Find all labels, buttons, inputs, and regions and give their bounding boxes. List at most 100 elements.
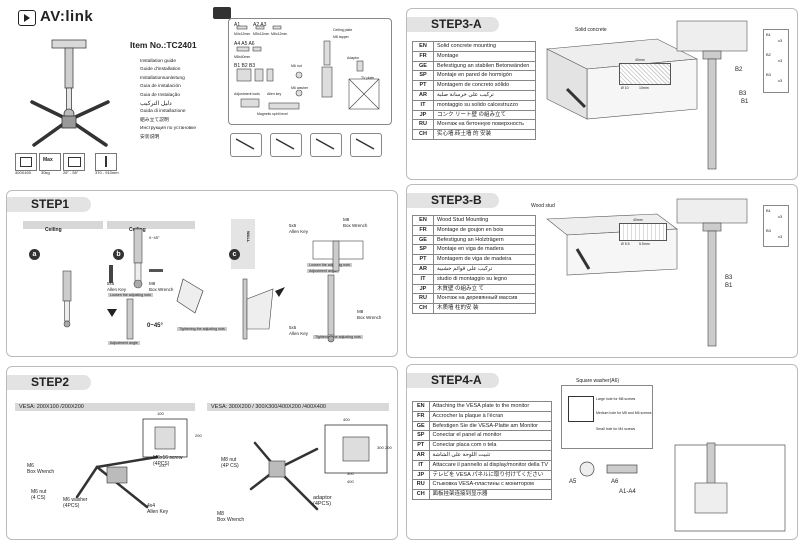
guide-ch: 安装说明: [140, 134, 160, 140]
vesa-right-bar: VESA: 300X200 / 300X300/400X200 /400X400: [207, 403, 389, 411]
lang-text: Montagem de concreto sólido: [433, 80, 536, 91]
lang-code: IT: [412, 99, 434, 111]
spec-weight-box: Max: [39, 153, 61, 171]
lang-text: Wood Stud Mounting: [433, 215, 536, 226]
wall-strip: [231, 219, 255, 269]
guide-fr: Guide d'installation: [140, 67, 181, 73]
step2-title: STEP2: [7, 375, 91, 390]
step4a-a5: A5: [569, 479, 577, 485]
step2-right-plate: [324, 424, 388, 474]
spec-weight-label: 30kg: [41, 170, 50, 175]
step2-m8-wrench: M8 Box Wrench: [217, 511, 245, 523]
step2-allen-key: 4x4 Allen Key: [147, 503, 169, 515]
part-b1b3: B1 B2 B3: [234, 63, 256, 69]
step1-box-wrench-1: M8 Box Wrench: [149, 281, 174, 292]
lang-text: Montage: [433, 50, 536, 62]
lang-code: IT: [412, 459, 430, 471]
step2-m6-wrench: M6 Box Wrench: [27, 463, 55, 475]
lang-text: Befestigung an stabilen Betonwänden: [433, 60, 536, 72]
brand-logo: AV:link: [18, 8, 108, 28]
step2-adaptor: adaptor (4PCS): [313, 495, 332, 507]
lang-code: EN: [412, 215, 434, 226]
tool-pencil: [270, 133, 302, 157]
step3a-hardware-box: B1 x3 B2 x3 B3 x3: [763, 29, 789, 93]
hw3b-b3: B3: [766, 228, 771, 233]
step2-dim-r1: 400: [343, 417, 350, 422]
step3a-dim-1: 40mm: [635, 58, 645, 62]
lang-code: AR: [412, 89, 434, 101]
step1-c-marker: c: [229, 249, 240, 260]
concrete-block: [545, 38, 699, 120]
step1-b-drawing: [107, 228, 204, 340]
step2-dim-l2: 200: [195, 433, 202, 438]
washer-note-3: Small hole for M4 screws: [596, 427, 636, 431]
step2-dim-l1: 100: [157, 411, 164, 416]
hw3b-b1-count: x3: [778, 214, 783, 219]
spec-vesa-box: [15, 153, 37, 171]
washer-title: Square washer(A6): [576, 378, 620, 384]
step2-panel: STEP2 VESA: 200X100 /200X200 VESA: 300X2…: [6, 366, 398, 540]
wood-stud-label: Wood stud: [531, 203, 555, 209]
lang-code: GE: [412, 234, 434, 246]
lang-code: JP: [412, 283, 434, 295]
spec-length-box: [95, 153, 117, 171]
lang-code: FR: [412, 50, 434, 62]
lang-text: تثبيت اللوحة على الشاشة: [428, 449, 553, 461]
lang-text: Conectar placa com o tela: [428, 440, 553, 451]
part-tapper: M8 tapper: [333, 35, 349, 39]
step3a-title: STEP3-A: [407, 17, 499, 32]
tool-hammer: [310, 133, 342, 157]
lang-text: Montagem de viga de madeira: [433, 254, 536, 265]
step1-adjust-angle-1: Adjustment angle: [108, 341, 140, 345]
spec-vesa-label: 400X400: [15, 170, 32, 175]
lang-code: AR: [412, 449, 430, 461]
washer-note-1: Large hole for M8 screws: [596, 397, 636, 401]
hw-b1-count: x3: [778, 38, 783, 43]
step4a-a6: A6: [611, 479, 619, 485]
hw-b1: B1: [766, 32, 771, 37]
guide-sp: Guia de instalación: [140, 84, 181, 90]
step1-a-drawing: [62, 270, 72, 328]
lang-text: تركيب على قوائم خشبية: [433, 263, 536, 275]
lang-code: CH: [412, 303, 434, 314]
step1-adjust-angle-2: Adjustment angle: [307, 269, 339, 273]
wall-label: WALL: [246, 231, 251, 243]
step4a-title: STEP4-A: [407, 373, 499, 388]
lang-code: JP: [412, 109, 434, 121]
step2-left-assembly: [75, 455, 159, 509]
hw-b2: B2: [766, 52, 771, 57]
part-adaptor: Adaptor: [347, 56, 360, 60]
step3b-mount-drawing: [676, 198, 748, 347]
lang-text: Montaje en pared de hormigón: [433, 70, 536, 82]
lang-text: Befestigen Sie die VESA-Platte am Monito…: [428, 420, 553, 432]
guide-pt: Guia de Instalação: [140, 92, 181, 98]
step3b-hardware-box: B1 x3 B3 x3: [763, 205, 789, 247]
step2-m6-nut: M6 nut (4 CS): [31, 489, 47, 501]
guide-en: Installation guide: [140, 59, 177, 64]
lang-code: IT: [412, 273, 434, 285]
lang-code: CH: [412, 489, 430, 500]
part-a2a3: A2 A3: [253, 22, 267, 28]
step1-allen-key-2: 5x5 Allen Key: [289, 223, 309, 234]
part-sub-2: M5x12mm: [253, 32, 270, 36]
hw-b3: B3: [766, 72, 771, 77]
part-ceiling-plate: Ceiling plate: [333, 28, 353, 32]
part-sub-3: M6x12mm: [271, 32, 288, 36]
lang-code: PT: [412, 440, 430, 451]
